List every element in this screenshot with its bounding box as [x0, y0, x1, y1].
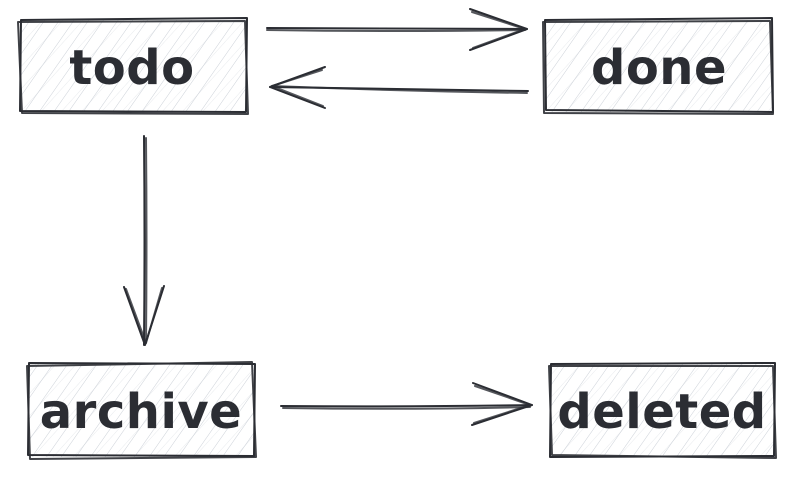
- edge-archive-to-deleted-line-2: [282, 406, 531, 410]
- node-deleted-border-2: [548, 365, 777, 459]
- node-todo-border-2: [17, 20, 249, 115]
- node-deleted[interactable]: deleted: [548, 362, 777, 459]
- edge-archive-to-deleted-arrowhead: [471, 382, 533, 426]
- edge-archive-to-deleted-arrowhead-2: [473, 385, 531, 424]
- node-archive-fill-2: [28, 364, 255, 457]
- edge-todo-to-done-line-2: [266, 29, 526, 32]
- edge-done-to-todo-arrowhead-2: [271, 69, 324, 107]
- node-archive-border-2: [26, 361, 257, 460]
- edge-todo-to-done-line: [266, 27, 528, 30]
- edge-archive-to-deleted-line: [280, 404, 533, 408]
- edge-todo-to-archive-line: [143, 135, 146, 346]
- edge-done-to-todo-arrowhead: [269, 66, 326, 109]
- edge-todo-to-done-arrowhead-2: [471, 11, 526, 49]
- node-done[interactable]: done: [542, 17, 774, 115]
- edge-todo-to-archive-arrowhead-2: [125, 287, 163, 344]
- edge-todo-to-done: [266, 8, 528, 51]
- node-archive-label: archive: [40, 384, 242, 440]
- edge-todo-to-archive-line-2: [145, 137, 148, 344]
- node-todo-label: todo: [69, 40, 194, 96]
- node-done-fill-2: [545, 20, 772, 112]
- edge-done-to-todo: [269, 66, 529, 109]
- edge-done-to-todo-line-2: [271, 85, 528, 94]
- node-todo-fill-2: [21, 20, 247, 112]
- node-deleted-label: deleted: [557, 384, 766, 440]
- edge-archive-to-deleted: [280, 382, 533, 426]
- edge-todo-to-archive: [123, 135, 165, 346]
- node-deleted-fill-2: [550, 364, 775, 457]
- node-todo[interactable]: todo: [17, 17, 249, 115]
- node-done-label: done: [591, 40, 727, 96]
- node-done-border-2: [542, 20, 774, 115]
- node-archive[interactable]: archive: [26, 361, 257, 460]
